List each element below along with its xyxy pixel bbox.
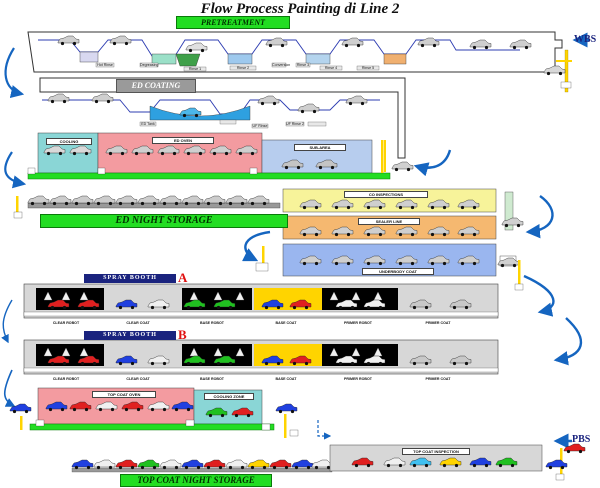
station-label: Degreasing: [140, 63, 159, 67]
top-coat-inspection-label: TOP COAT INSPECTION: [402, 448, 470, 455]
booth-a-label: PRIMER ROBOT: [344, 321, 372, 325]
station-label: Hot Rinse: [97, 63, 113, 67]
booth-b-label: BASE COAT: [275, 377, 297, 381]
booth-a-label: CLEAR ROBOT: [52, 321, 80, 325]
booth-a-label: BASE ROBOT: [200, 321, 224, 325]
booth-a-label: CLEAR COAT: [126, 321, 150, 325]
booth-b-label: CLEAR COAT: [126, 377, 150, 381]
booth-a-letter: A: [178, 270, 188, 285]
ed-station-label: UF Rinse 2: [286, 122, 304, 126]
co-inspection-label: CO INSPECTIONS: [344, 191, 428, 198]
booth-b-label: CLEAR ROBOT: [52, 377, 80, 381]
cooling-label: COOLING: [46, 138, 92, 145]
sealer-line-label: SEALER LINE: [358, 218, 420, 225]
booth-b-graphics: [23, 339, 499, 375]
station-label: Rinse 1: [188, 67, 202, 71]
wbs-label: WBS: [574, 34, 597, 45]
booth-a-label: PRIMER COAT: [425, 321, 451, 325]
top-coat-oven-label: TOP COAT OVEN: [92, 391, 156, 398]
booth-a-graphics: [23, 283, 499, 319]
station-label: Rinse 5: [361, 66, 375, 70]
booth-b-label: PRIMER ROBOT: [344, 377, 372, 381]
booth-b-label: BASE ROBOT: [200, 377, 224, 381]
spray-booth-a-title: SPRAY BOOTH: [84, 274, 176, 283]
station-label: Rinse 2: [236, 66, 250, 70]
station-label: Rinse 3: [296, 63, 310, 67]
pretreatment-label: PRETREATMENT: [176, 16, 290, 29]
booth-a-label: BASE COAT: [275, 321, 297, 325]
spray-booth-b-title: SPRAY BOOTH: [84, 331, 176, 340]
booth-b-label: PRIMER COAT: [425, 377, 451, 381]
pbs-label: PBS: [572, 434, 591, 445]
station-label: Conversion: [272, 63, 291, 67]
cooling-zone-label: COOLING ZONE: [204, 393, 254, 400]
sub-area-label: SUB-AREA: [294, 144, 346, 151]
ed-night-storage-label: ED NIGHT STORAGE: [40, 214, 288, 228]
ed-oven-label: ED OVEN: [152, 137, 214, 144]
page-title: Flow Process Painting di Line 2: [200, 1, 400, 17]
top-coat-night-storage-label: TOP COAT NIGHT STORAGE: [120, 474, 272, 487]
ed-station-label: ED Tank: [141, 122, 155, 126]
station-label: Rinse 4: [324, 66, 338, 70]
ed-station-label: UF Rinse: [252, 124, 268, 128]
ed-coating-label: ED COATING: [116, 79, 196, 93]
booth-b-letter: B: [178, 327, 187, 342]
underbody-coat-label: UNDERBODY COAT: [362, 268, 434, 275]
